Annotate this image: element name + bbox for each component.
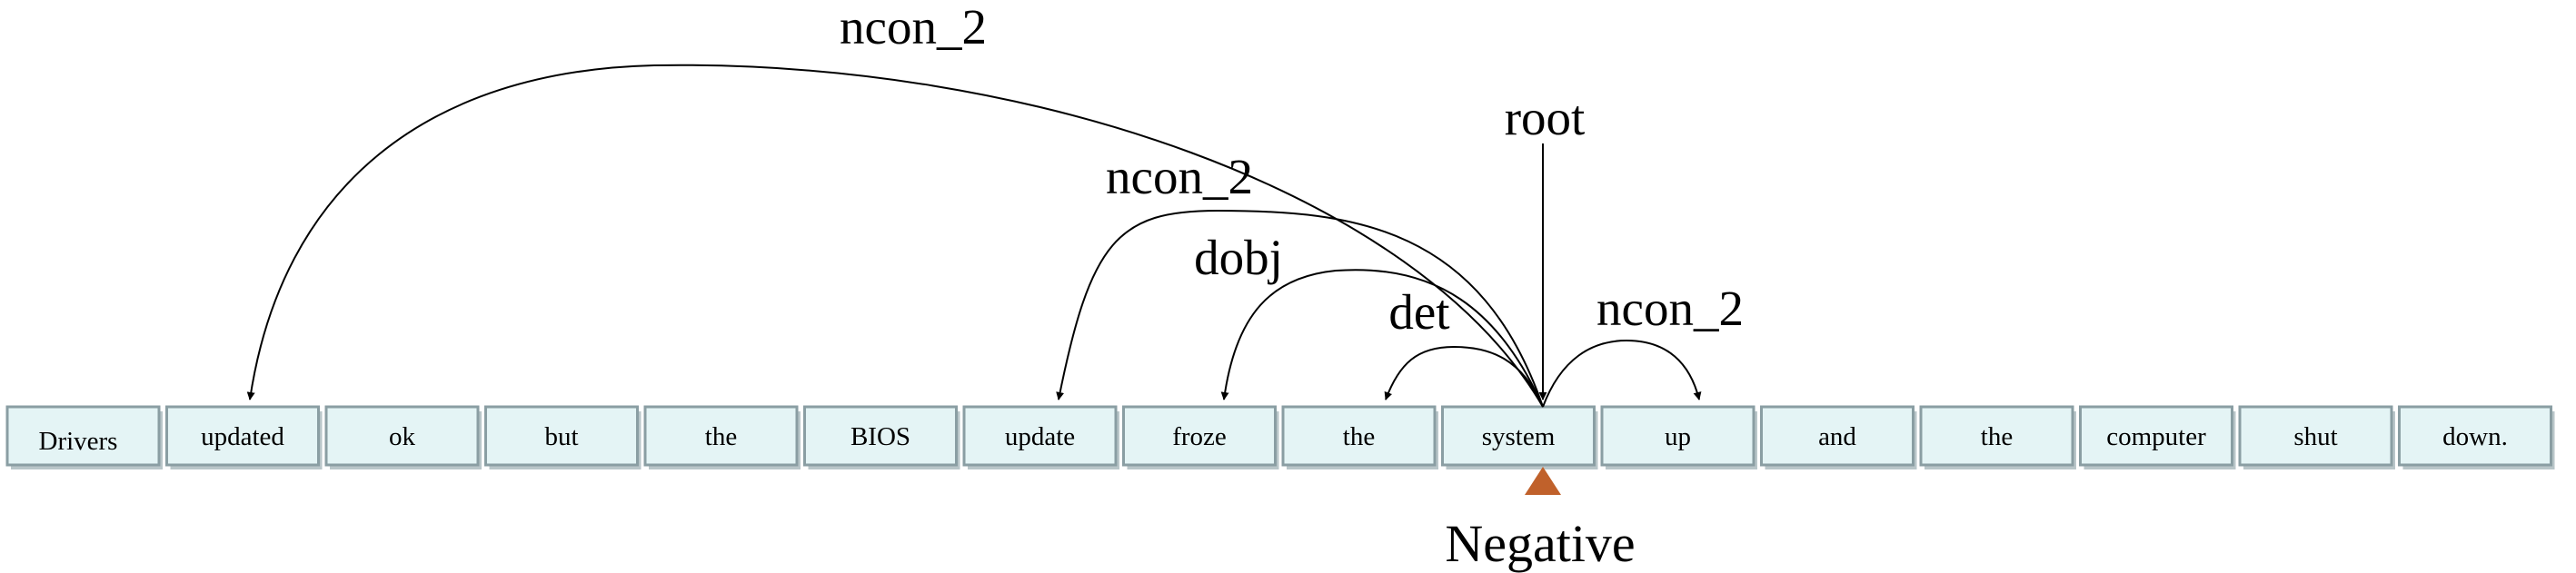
token-text: BIOS <box>850 422 910 451</box>
token-text: shut <box>2293 422 2337 451</box>
token-14: shut <box>2238 405 2395 469</box>
token-1: updated <box>165 405 323 469</box>
token-8: the <box>1281 405 1438 469</box>
token-box <box>643 405 799 467</box>
token-box <box>1919 405 2074 467</box>
token-box <box>2079 405 2233 467</box>
token-7: froze <box>1122 405 1279 469</box>
token-12: the <box>1919 405 2076 469</box>
token-box <box>1600 405 1755 467</box>
token-box <box>324 405 480 467</box>
arc-label-ncon-2-right: ncon_2 <box>1596 281 1744 336</box>
token-text: ok <box>389 422 416 451</box>
token-11: and <box>1760 405 1917 469</box>
arc-det-the <box>1384 345 1544 408</box>
token-box <box>1281 405 1437 467</box>
sentiment-triangle-marker <box>1525 467 1561 495</box>
token-text: update <box>1005 422 1075 451</box>
arc-label-det: det <box>1388 284 1449 340</box>
token-box <box>2238 405 2393 467</box>
token-text: the <box>1981 422 2013 451</box>
arc-label-dobj: dobj <box>1194 230 1283 285</box>
token-box <box>165 405 320 467</box>
token-box <box>1122 405 1277 467</box>
token-text: system <box>1482 422 1556 451</box>
arc-ncon-2-up <box>1542 339 1702 408</box>
token-5: BIOS <box>803 405 960 469</box>
token-box <box>803 405 958 467</box>
root-label: root <box>1505 90 1586 145</box>
arc-label-ncon-2-top: ncon_2 <box>840 0 987 54</box>
arc-label-ncon-2-mid: ncon_2 <box>1106 149 1253 204</box>
token-text: computer <box>2106 422 2206 451</box>
token-box <box>1760 405 1915 467</box>
sentiment-label: Negative <box>1445 514 1635 573</box>
token-box <box>962 405 1118 467</box>
token-9: system <box>1441 405 1598 469</box>
token-0: Drivers <box>5 405 163 469</box>
token-text: froze <box>1172 422 1227 451</box>
token-box <box>5 405 161 467</box>
arc-ncon-2-updated <box>246 64 1544 408</box>
token-2: ok <box>324 405 482 469</box>
arc-dobj-froze <box>1220 269 1544 408</box>
token-text: Drivers <box>39 427 118 456</box>
token-text: and <box>1818 422 1856 451</box>
token-4: the <box>643 405 801 469</box>
token-box <box>1441 405 1596 467</box>
token-10: up <box>1600 405 1757 469</box>
token-box <box>484 405 639 467</box>
token-text: up <box>1665 422 1691 451</box>
token-text: down. <box>2442 422 2508 451</box>
token-6: update <box>962 405 1119 469</box>
token-text: the <box>1343 422 1375 451</box>
token-text: the <box>705 422 737 451</box>
token-3: but <box>484 405 642 469</box>
token-13: computer <box>2079 405 2236 469</box>
token-text: but <box>544 422 578 451</box>
token-row: Drivers updated ok but the BIOS update froze the… <box>5 405 2555 469</box>
dependency-arcs: ncon_2 ncon_2 dobj det ncon_2 root <box>246 0 1744 408</box>
token-box <box>2398 405 2552 467</box>
arc-ncon-2-update <box>1056 209 1544 408</box>
token-15: down. <box>2398 405 2555 469</box>
token-text: updated <box>201 422 284 451</box>
